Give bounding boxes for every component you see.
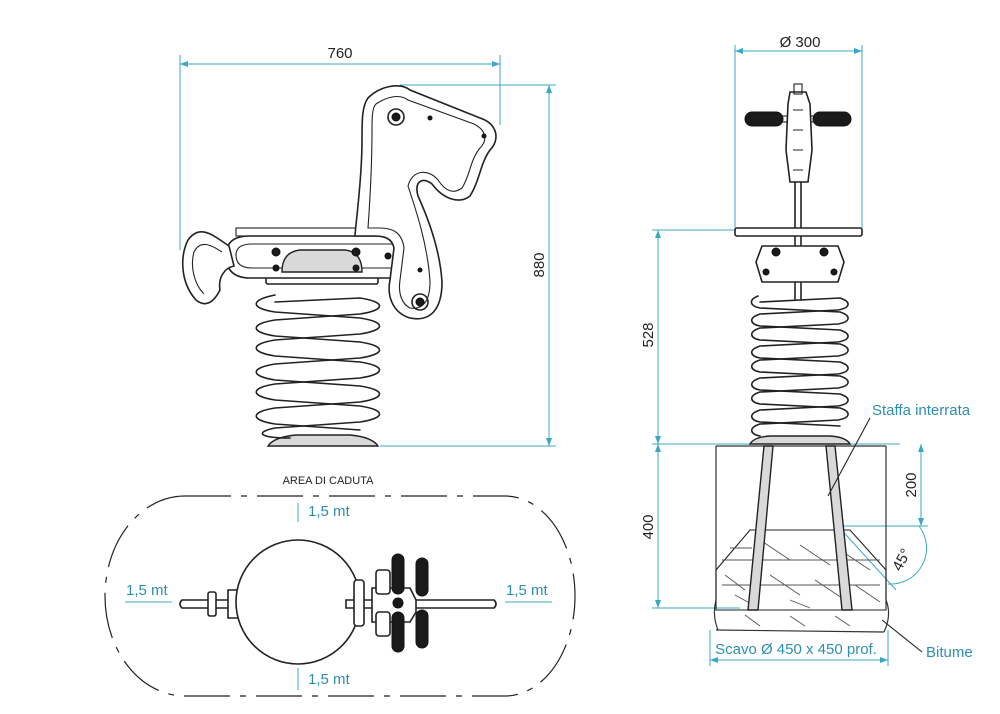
mt-right-label: 1,5 mt [506,582,549,599]
spring-front [748,295,852,445]
bracket-front [755,245,845,283]
seat-front [734,227,863,237]
footrest-left [181,230,235,305]
front-view: Ø 300 528 400 200 [640,34,973,666]
dimension-width-760: 760 [179,45,501,250]
handle-grip-c [391,611,405,653]
area-caduta-label: AREA DI CADUTA [283,475,375,487]
spring-side [255,294,381,447]
handlebar-front [744,111,852,127]
dimension-200-label: 200 [903,472,920,497]
handle-bar-top [345,599,497,609]
head-plate-front [785,91,813,183]
scavo-label: Scavo Ø 450 x 450 prof. [715,641,877,658]
handle-grip-d [415,609,429,649]
bitume-label: Bitume [926,644,973,661]
top-view: AREA DI CADUTA 1,5 mt 1,5 mt 1,5 mt 1,5 … [104,475,576,697]
handle-grip-a [391,553,405,595]
handle-grip-b [415,557,429,597]
spring-base-top [235,539,361,665]
dimension-880-label: 880 [531,252,548,277]
horse-head [354,85,497,320]
dimension-528-label: 528 [640,322,657,347]
leader-bitume [881,619,923,653]
dimension-scavo: Scavo Ø 450 x 450 prof. [709,630,889,666]
side-view: 760 880 [179,45,556,447]
excavation-section [713,445,890,633]
seat-base [225,227,411,285]
leader-staffa [827,417,871,497]
mt-top-label: 1,5 mt [308,503,351,520]
dimension-diameter-300-label: Ø 300 [780,34,821,51]
angle-45-label: 45° [889,546,915,574]
dimension-height-880: 880 [380,84,556,447]
dimension-400-label: 400 [640,514,657,539]
fall-area-boundary [104,495,576,697]
dimension-diameter-300: Ø 300 [734,34,863,228]
mt-bottom-label: 1,5 mt [308,671,351,688]
dimension-760-label: 760 [327,45,352,62]
mt-left-label: 1,5 mt [126,582,169,599]
dimension-depth-200: 200 [838,444,928,527]
staffa-label: Staffa interrata [872,402,971,419]
